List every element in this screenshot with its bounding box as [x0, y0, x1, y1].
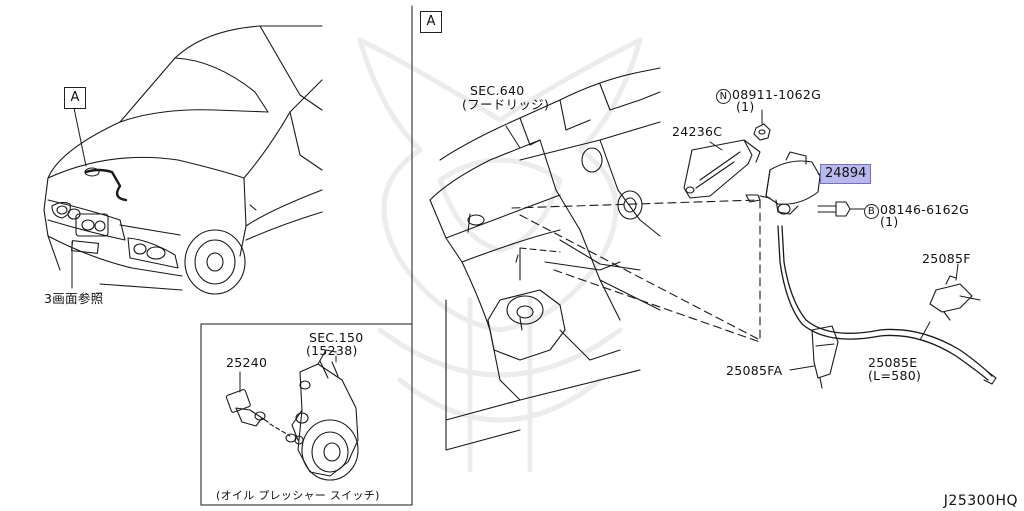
label-24236c[interactable]: 24236C [672, 124, 723, 139]
cable-assembly [777, 225, 997, 389]
callout-a-left: A [64, 87, 86, 109]
inset-caption: (オイル プレッシャー スイッチ) [216, 489, 380, 502]
label-25240[interactable]: 25240 [226, 355, 268, 370]
drawing-code: J25300HQ [943, 493, 1018, 509]
label-25085e[interactable]: 25085E [868, 355, 918, 370]
label-sec-640: SEC.640 [470, 83, 525, 98]
label-24894-highlight[interactable]: 24894 [820, 164, 872, 184]
bolt-code: 08146-6162G [880, 202, 970, 217]
label-25085f[interactable]: 25085F [922, 251, 971, 266]
nut-part [753, 109, 771, 141]
inset-frame [200, 323, 413, 506]
ref-note: 3画面参照 [44, 291, 104, 306]
bracket-24236c [683, 139, 761, 199]
label-25085fa[interactable]: 25085FA [726, 363, 783, 378]
callout-a-right: A [420, 11, 442, 33]
nut-code: 08911-1062G [732, 87, 822, 102]
car-illustration [43, 25, 323, 295]
inset-engine-part [225, 349, 359, 481]
label-bolt-qty: (1) [880, 214, 899, 229]
engine-bay-illustration [429, 67, 761, 451]
watermark-emblem [357, 37, 643, 473]
sensor-24894 [745, 151, 823, 215]
label-nut-qty: (1) [736, 99, 755, 114]
label-25085e-length: (L=580) [868, 368, 922, 383]
bolt-part [817, 201, 865, 217]
nut-mark: N [716, 89, 731, 104]
bolt-mark: B [864, 204, 879, 219]
label-sec-150: SEC.150 [309, 330, 364, 345]
label-sec-640-sub: (フードリッジ) [462, 97, 550, 112]
label-sec-150-sub: (15238) [306, 343, 358, 358]
